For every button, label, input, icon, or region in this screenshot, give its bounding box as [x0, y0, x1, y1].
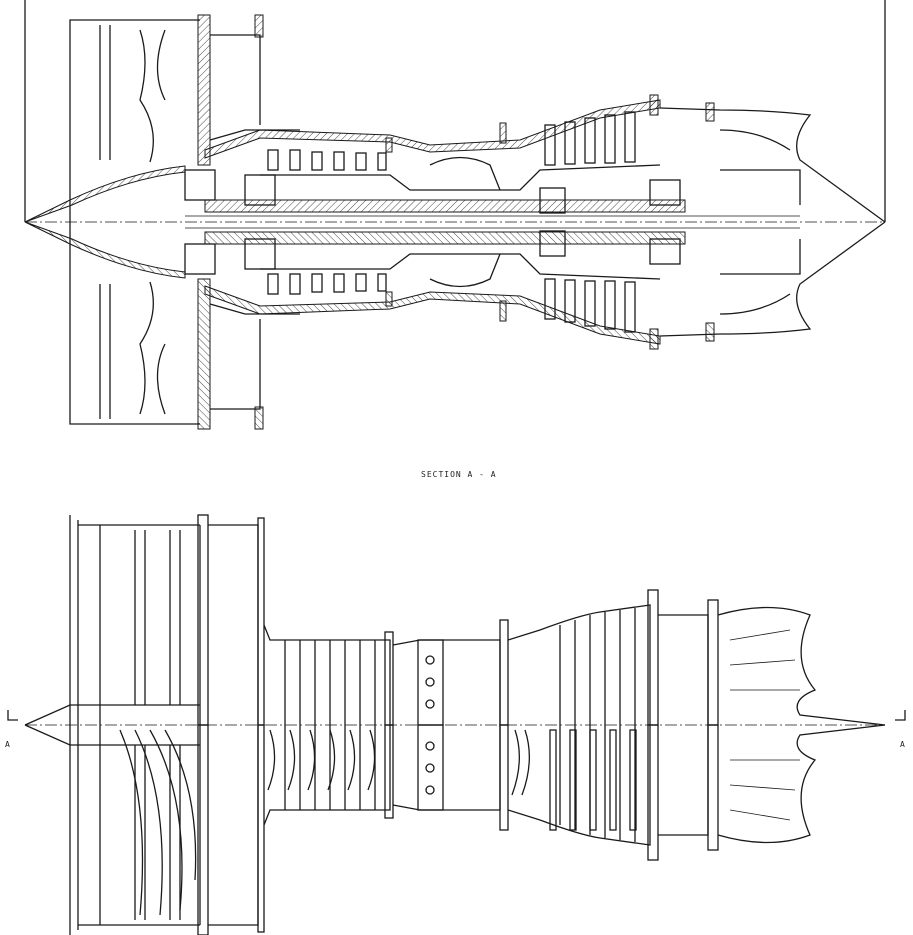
- cut-marker-left-label: A: [5, 740, 11, 749]
- cut-marker-right-label: A: [900, 740, 906, 749]
- cut-marker-left-arrow-icon: [7, 710, 18, 721]
- cut-marker-right-arrow-icon: [895, 710, 906, 721]
- section-label: SECTION A - A: [421, 470, 497, 479]
- exterior-view: [24, 514, 886, 935]
- section-view: [24, 14, 886, 430]
- fan-blades: [119, 729, 637, 916]
